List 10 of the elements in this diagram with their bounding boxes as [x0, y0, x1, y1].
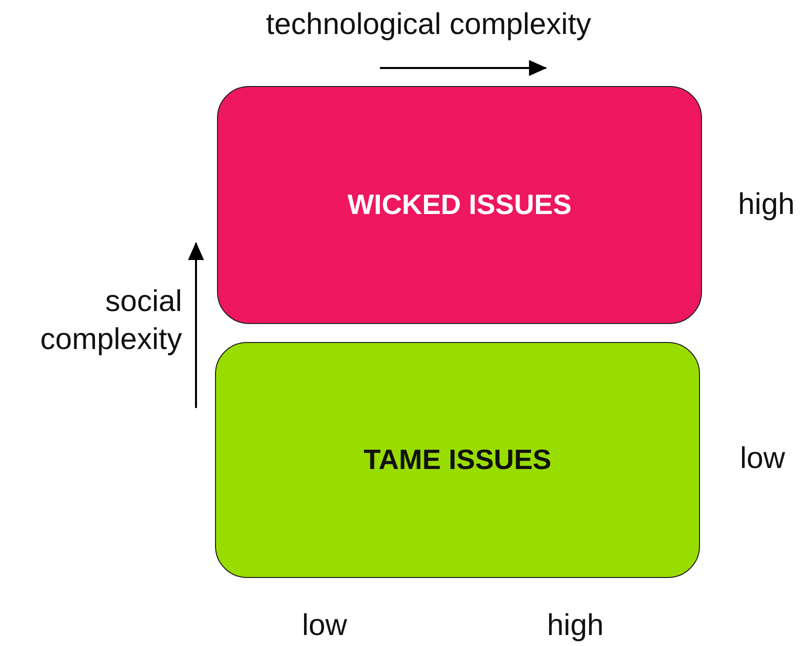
- axis-label: high: [547, 608, 604, 644]
- axis-label: low: [302, 608, 348, 644]
- axis-label: social complexity: [39, 284, 182, 358]
- rounded-box: [217, 86, 702, 324]
- box-title: WICKED ISSUES: [347, 189, 572, 221]
- box-title: TAME ISSUES: [364, 444, 552, 476]
- rounded-box: [215, 342, 700, 578]
- axis-label: low: [740, 441, 786, 477]
- axis-label: technological complexity: [266, 7, 592, 43]
- axis-label: high: [738, 187, 795, 223]
